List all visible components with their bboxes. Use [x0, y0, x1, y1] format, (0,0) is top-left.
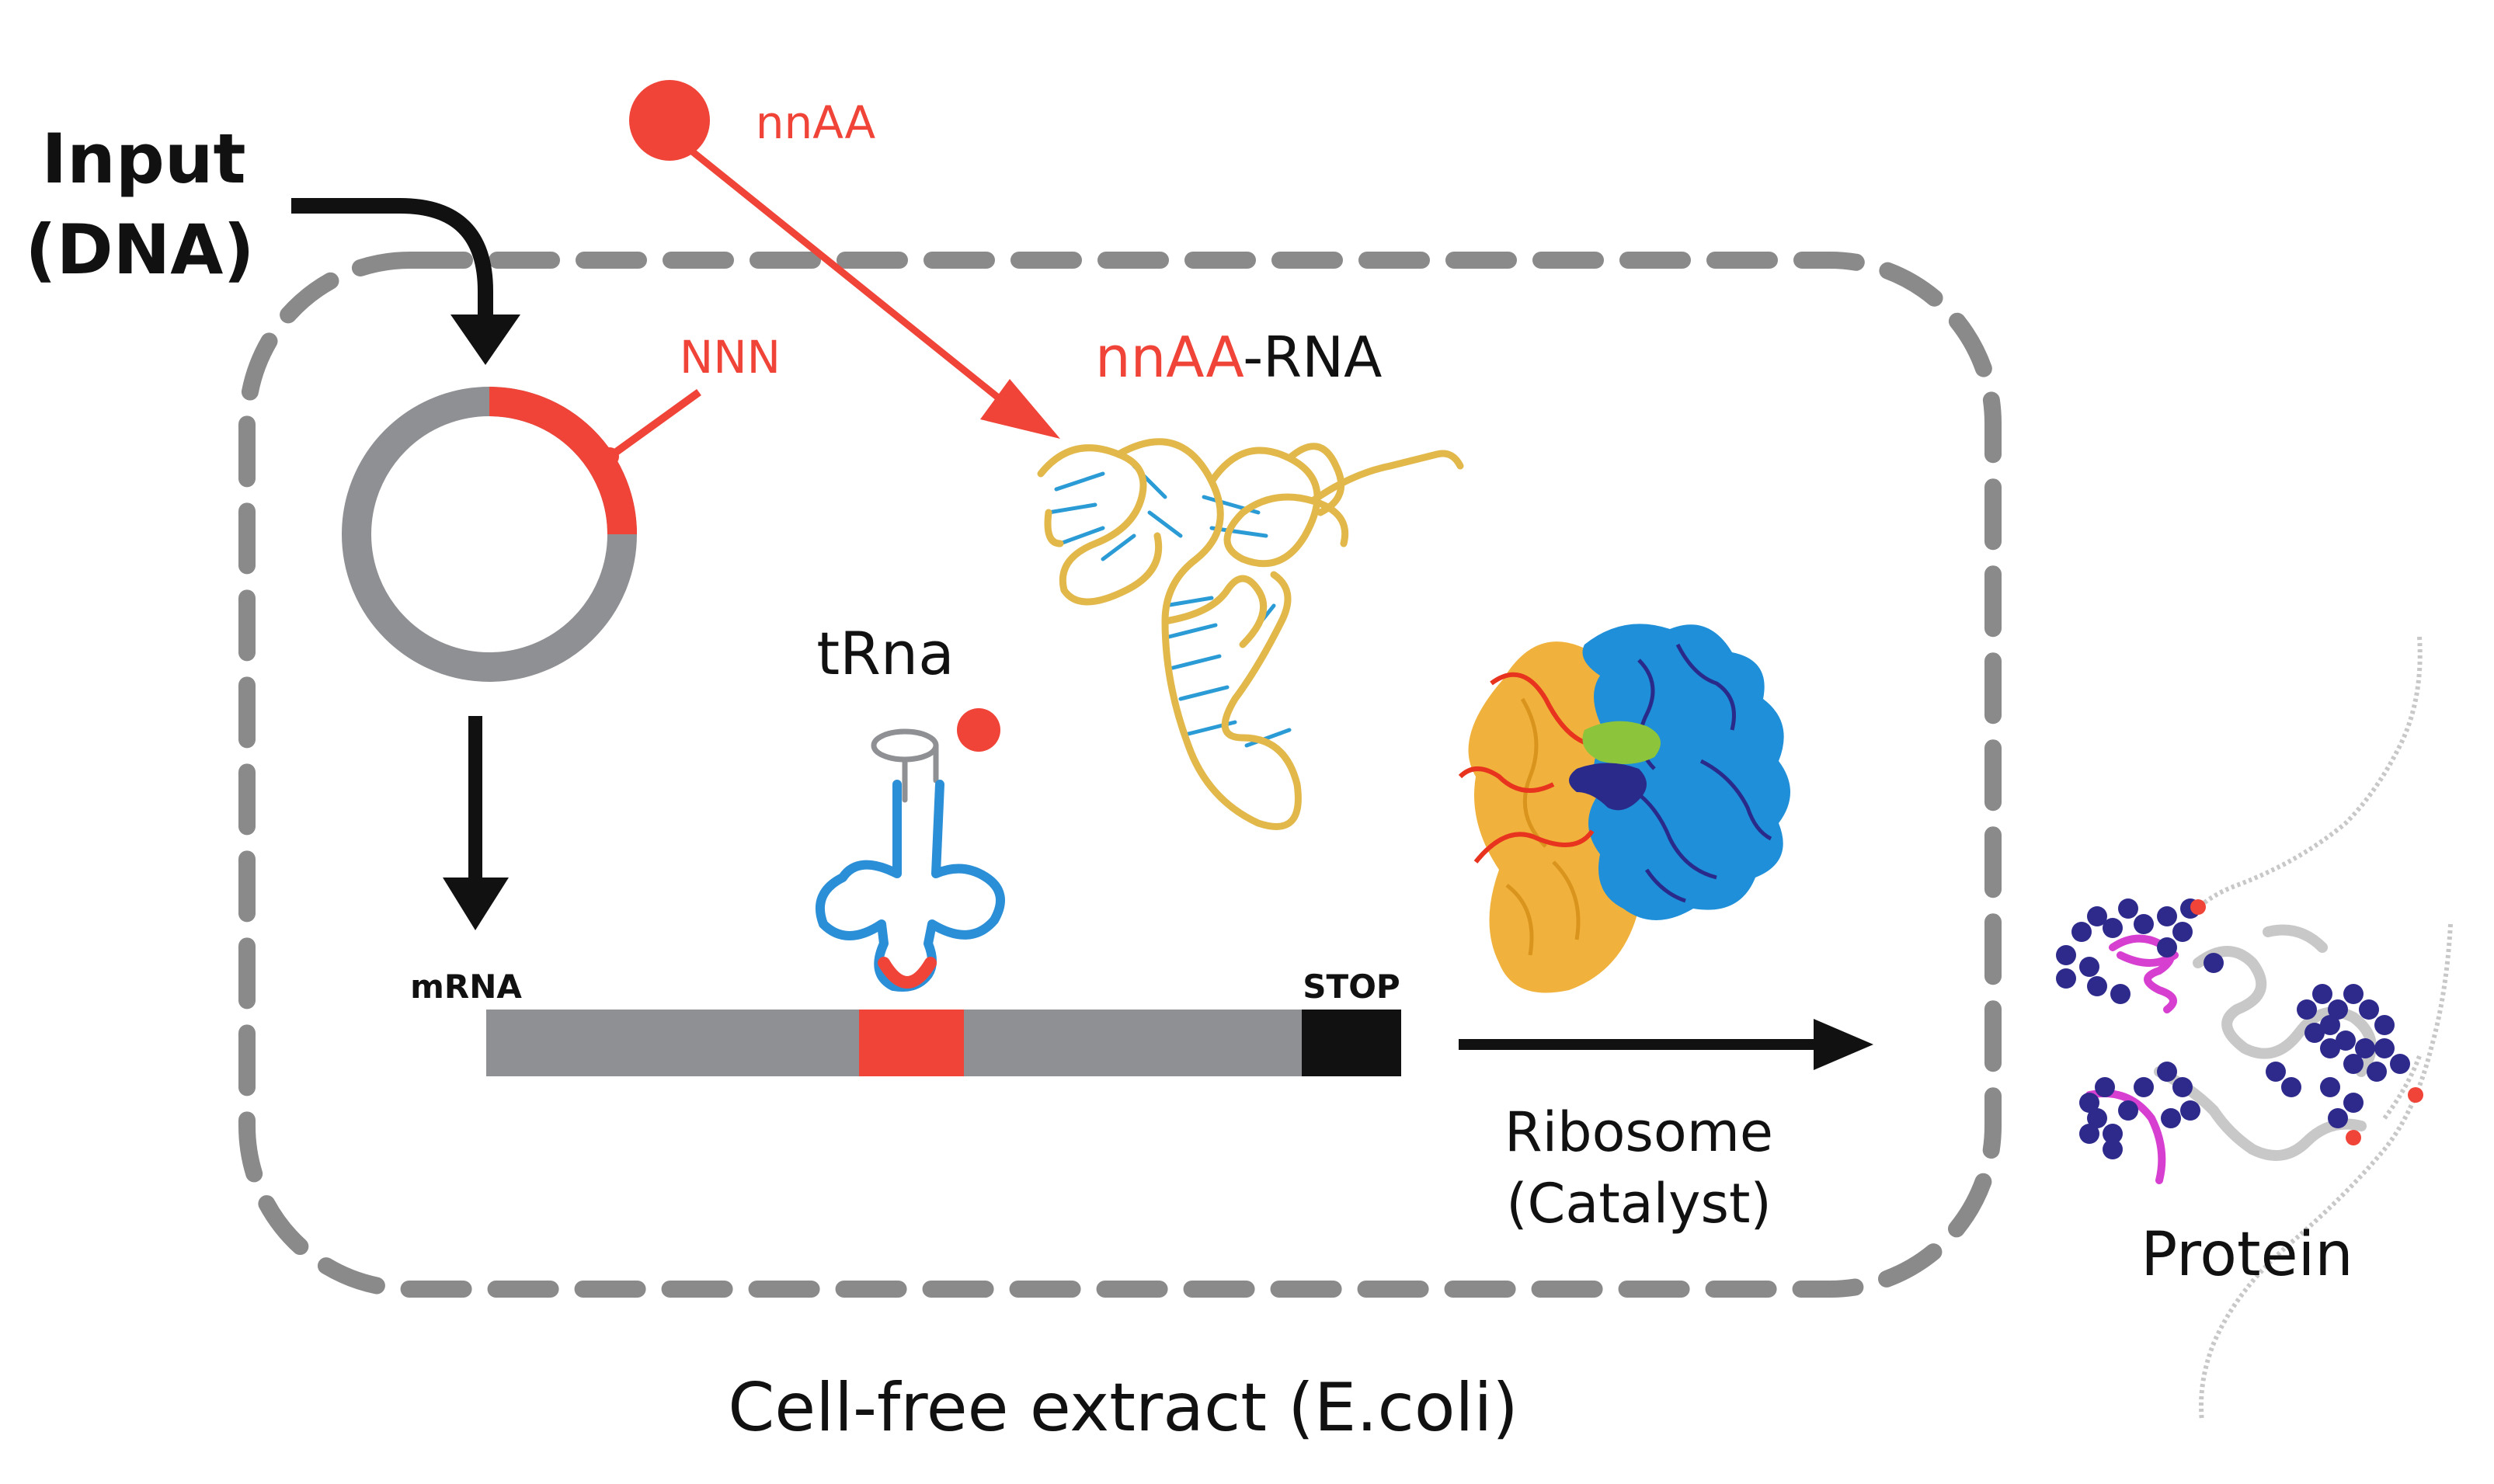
trna-amino-acid	[957, 708, 1000, 752]
ribosome-catalyst-label: (Catalyst)	[1506, 1172, 1772, 1236]
ribosome	[1458, 624, 1790, 993]
nnaa-rna-structure	[1037, 438, 1464, 830]
nnaa-rna-prefix: nnAA	[1095, 325, 1244, 390]
stop-label: STOP	[1303, 968, 1400, 1006]
input-label-dna: (DNA)	[25, 210, 254, 290]
trna-label: tRna	[816, 619, 954, 688]
nnaa-molecule	[629, 80, 1060, 439]
plasmid-dna	[342, 387, 701, 682]
transcription-arrowhead	[443, 878, 509, 930]
mrna-label: mRNA	[410, 968, 522, 1006]
nnn-label: NNN	[680, 331, 781, 384]
ribosome-label: Ribosome	[1504, 1100, 1773, 1164]
translation-arrowhead	[1814, 1019, 1873, 1070]
input-arrowhead	[450, 315, 520, 365]
input-label: Input	[41, 119, 245, 199]
nnaa-rna-label: nnAA-RNA	[1095, 325, 1382, 390]
nnaa-rna-suffix: -RNA	[1243, 325, 1382, 390]
nnaa-arrowhead	[980, 379, 1060, 439]
stop-codon	[1302, 1010, 1401, 1076]
trna-structure	[816, 728, 1005, 992]
input-arrow	[291, 198, 493, 318]
mrna-codon	[859, 1010, 964, 1076]
mrna-strand	[486, 1010, 1401, 1076]
protein-label: Protein	[2141, 1220, 2353, 1290]
protein-structure	[2056, 636, 2453, 1422]
extract-caption: Cell-free extract (E.coli)	[728, 1369, 1518, 1447]
extract-boundary	[238, 252, 2002, 1298]
nnaa-label: nnAA	[756, 96, 876, 149]
